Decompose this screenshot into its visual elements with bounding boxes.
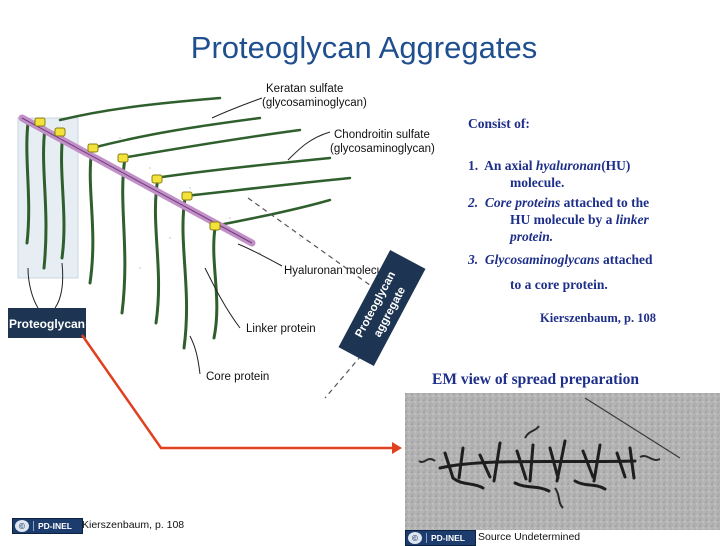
glycosaminoglycan-chains: [58, 96, 352, 228]
chondroitin-label-2: (glycosaminoglycan): [330, 143, 435, 155]
aggregate-badge: Proteoglycan aggregate: [338, 250, 426, 366]
linker-label: Linker protein: [246, 323, 316, 335]
cc-icon: ©: [408, 532, 422, 544]
credit-left: Kierszenbaum, p. 108: [82, 519, 185, 531]
keratan-label-2: (glycosaminoglycan): [262, 97, 367, 109]
credit-right: Source Undetermined: [478, 531, 581, 543]
proteoglycan-diagram: Keratan sulfate (glycosaminoglycan) Chon…: [8, 83, 435, 399]
chondroitin-label-1: Chondroitin sulfate: [334, 129, 430, 141]
consist-heading: Consist of:: [468, 116, 530, 131]
hyaluronan-label: Hyaluronan molecule: [284, 265, 392, 277]
em-micrograph: [405, 393, 720, 530]
proteoglycan-label-box: [8, 308, 86, 338]
license-badge-right[interactable]: © PD-INEL: [405, 530, 476, 546]
slide-title: Proteoglycan Aggregates: [190, 30, 538, 65]
core-protein-label: Core protein: [206, 371, 269, 383]
citation-right: Kierszenbaum, p. 108: [540, 311, 656, 325]
list-item-2: 2. Core proteins attached to the HU mole…: [468, 195, 650, 244]
proteoglycan-label: Proteoglycan: [9, 317, 85, 331]
list-item-1: 1. An axial hyaluronan(HU) molecule.: [468, 158, 631, 190]
leader-lines: [27, 97, 331, 375]
license-badge-left[interactable]: © PD-INEL: [12, 518, 83, 534]
linker-proteins: [34, 117, 221, 231]
cc-icon: ©: [15, 520, 29, 532]
list-item-3: 3. Glycosaminoglycans attached to a core…: [468, 252, 653, 292]
keratan-label-1: Keratan sulfate: [266, 83, 343, 95]
em-view-title: EM view of spread preparation: [432, 371, 639, 388]
